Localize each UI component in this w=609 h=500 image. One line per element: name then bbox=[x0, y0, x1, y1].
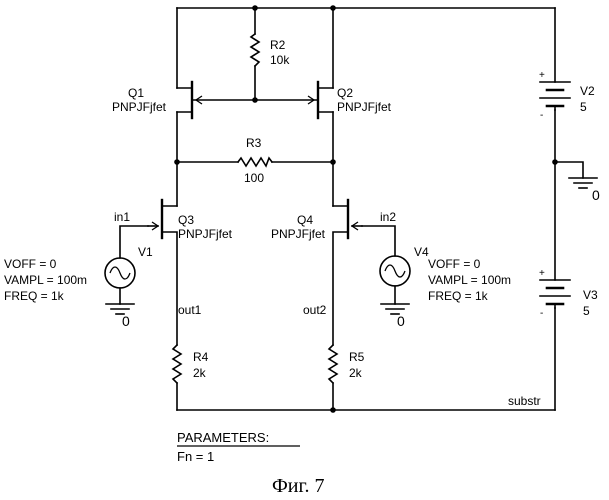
v1-voff-label: VOFF = 0 bbox=[4, 257, 57, 271]
transistor-q4[interactable] bbox=[348, 200, 362, 238]
r2-value-label: 10k bbox=[270, 53, 290, 67]
battery-v3[interactable] bbox=[540, 280, 570, 308]
parameters-heading: PARAMETERS: bbox=[177, 430, 269, 445]
v2-minus-mark: - bbox=[540, 110, 543, 121]
resistor-r5[interactable] bbox=[329, 345, 337, 383]
net-label-out2: out2 bbox=[303, 303, 327, 317]
parameters-fn: Fn = 1 bbox=[177, 449, 214, 464]
r4-value-label: 2k bbox=[193, 366, 207, 380]
q3-model-label: PNPJFjfet bbox=[178, 227, 233, 241]
v4-ref-label: V4 bbox=[414, 245, 429, 259]
v2-ref-label: V2 bbox=[580, 84, 595, 98]
sine-source-v1[interactable] bbox=[105, 258, 135, 288]
r3-ref-label: R3 bbox=[246, 136, 262, 150]
sine-source-v4[interactable] bbox=[380, 256, 410, 286]
v3-ref-label: V3 bbox=[583, 288, 598, 302]
transistor-q3[interactable] bbox=[148, 200, 162, 238]
resistor-r4[interactable] bbox=[173, 345, 181, 383]
v2-plus-mark: + bbox=[539, 70, 545, 81]
resistor-r2[interactable] bbox=[251, 34, 259, 66]
r4-ref-label: R4 bbox=[193, 350, 209, 364]
ground-label-0: 0 bbox=[592, 187, 600, 203]
junctions bbox=[174, 5, 558, 413]
ground-label-0: 0 bbox=[122, 313, 130, 329]
r5-ref-label: R5 bbox=[349, 350, 365, 364]
net-label-in2: in2 bbox=[380, 210, 396, 224]
v3-minus-mark: - bbox=[540, 308, 543, 319]
v1-freq-label: FREQ = 1k bbox=[4, 289, 65, 303]
ground-icon bbox=[381, 304, 409, 314]
net-label-out1: out1 bbox=[178, 303, 202, 317]
r3-value-label: 100 bbox=[244, 171, 264, 185]
q4-ref-label: Q4 bbox=[297, 213, 313, 227]
ground-label-0: 0 bbox=[397, 313, 405, 329]
v4-vampl-label: VAMPL = 100m bbox=[428, 273, 511, 287]
net-label-in1: in1 bbox=[114, 210, 130, 224]
q2-model-label: PNPJFjfet bbox=[337, 100, 392, 114]
r5-value-label: 2k bbox=[349, 366, 363, 380]
q1-model-label: PNPJFjfet bbox=[112, 100, 167, 114]
v1-vampl-label: VAMPL = 100m bbox=[4, 273, 87, 287]
net-label-substr: substr bbox=[508, 394, 541, 408]
battery-v2[interactable] bbox=[540, 82, 570, 110]
v3-plus-mark: + bbox=[539, 268, 545, 279]
v4-freq-label: FREQ = 1k bbox=[428, 289, 489, 303]
r2-ref-label: R2 bbox=[270, 38, 286, 52]
v4-voff-label: VOFF = 0 bbox=[428, 257, 481, 271]
v2-value-label: 5 bbox=[580, 100, 587, 114]
q1-ref-label: Q1 bbox=[128, 86, 144, 100]
q3-ref-label: Q3 bbox=[178, 213, 194, 227]
figure-caption: Фиг. 7 bbox=[272, 475, 324, 497]
v3-value-label: 5 bbox=[583, 304, 590, 318]
ground-icon bbox=[106, 304, 134, 314]
resistor-r3[interactable] bbox=[238, 158, 272, 166]
q2-ref-label: Q2 bbox=[337, 86, 353, 100]
q4-model-label: PNPJFjfet bbox=[271, 227, 326, 241]
v1-ref-label: V1 bbox=[138, 245, 153, 259]
